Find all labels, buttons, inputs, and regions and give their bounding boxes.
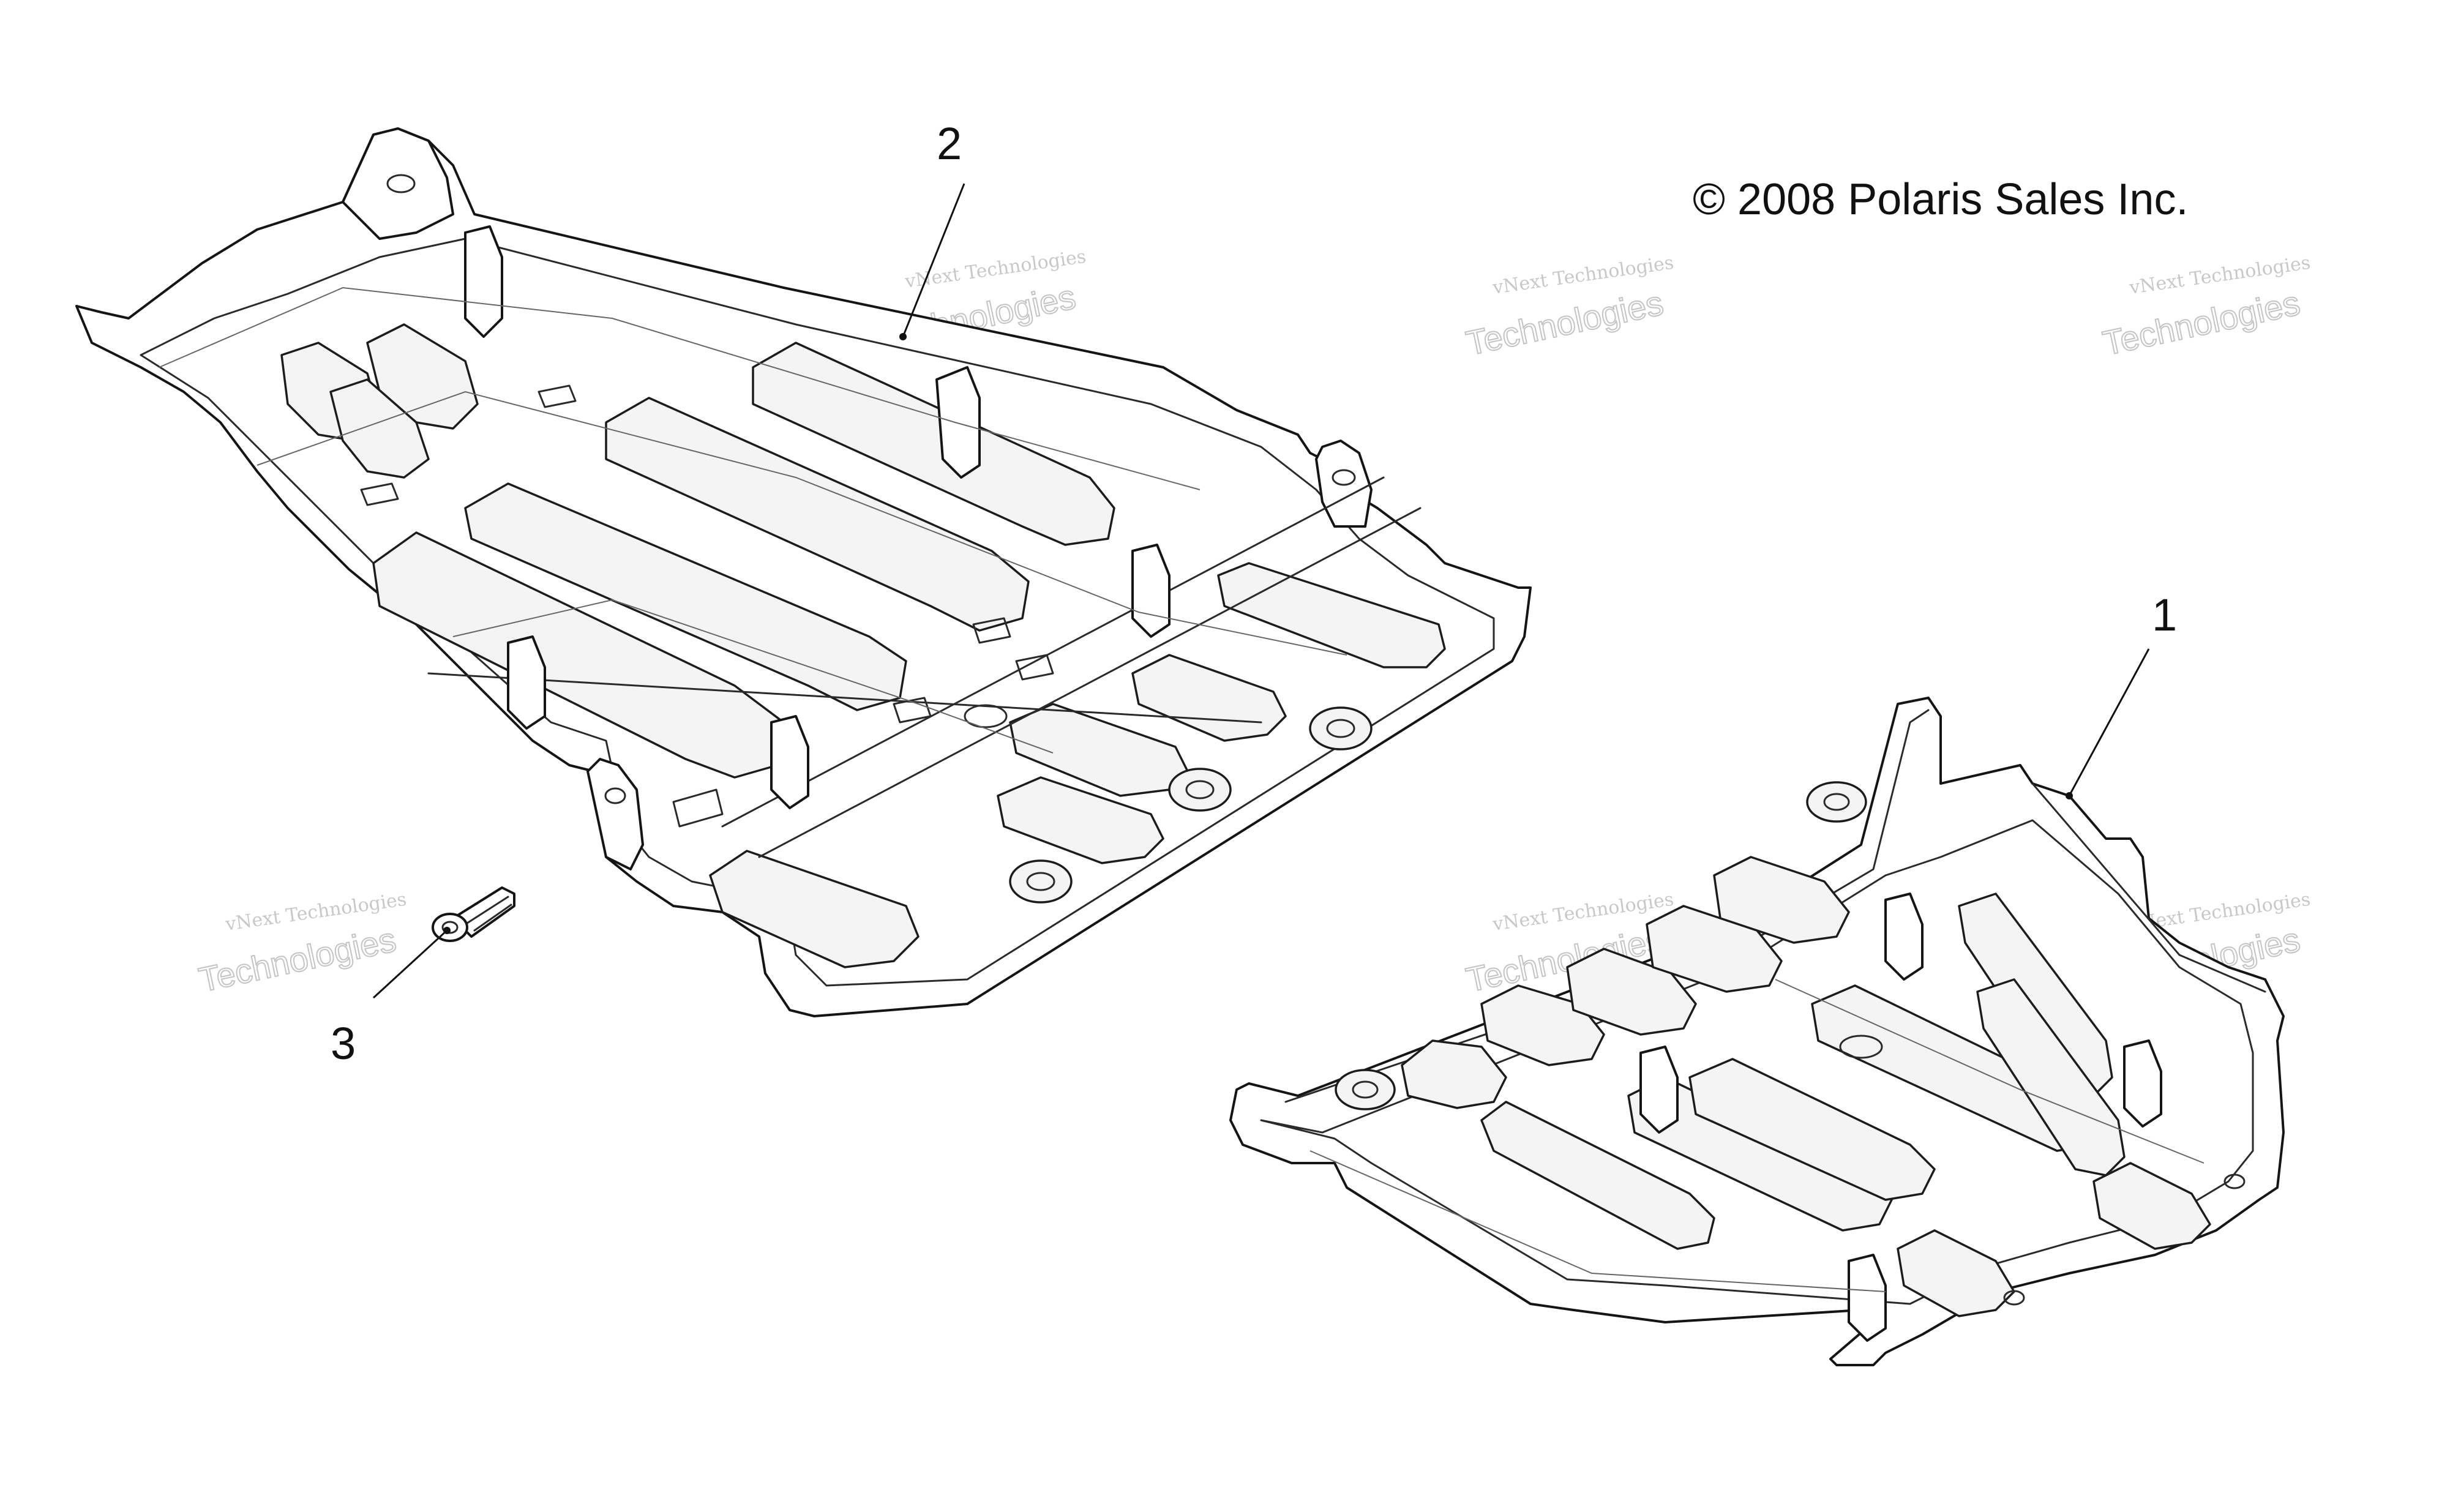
skid-plate-main	[75, 127, 1532, 1017]
watermark: Technologies vNext Technologies	[195, 889, 408, 1000]
callout-3: 3	[331, 1018, 356, 1069]
leader-line-2	[902, 183, 965, 337]
callout-1: 1	[2152, 589, 2177, 640]
leader-lines	[372, 183, 2150, 999]
watermark: Technologies vNext Technologies	[2099, 252, 2312, 363]
watermark: Technologies vNext Technologies	[1462, 252, 1675, 363]
leader-line-3	[372, 929, 448, 999]
leader-line-1	[2068, 648, 2150, 796]
callout-2: 2	[937, 118, 962, 169]
screw	[432, 886, 515, 942]
copyright-notice: © 2008 Polaris Sales Inc.	[1693, 175, 2188, 224]
skid-plate-front	[1229, 697, 2285, 1366]
